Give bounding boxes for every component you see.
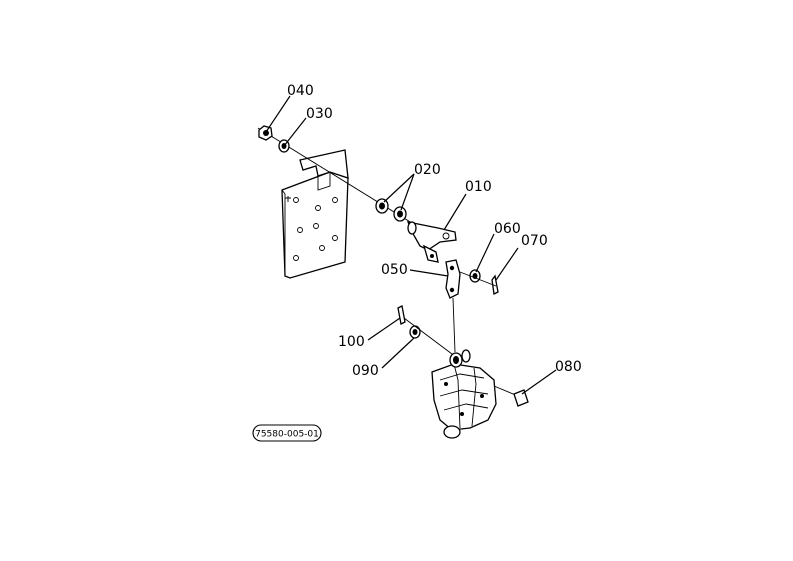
part-100-pin — [397, 305, 406, 325]
part-040-nut — [258, 125, 273, 141]
label-090: 090 — [352, 363, 379, 379]
reference-code-badge: 75580-005-01 — [252, 424, 322, 442]
part-080-bolt — [493, 385, 529, 407]
control-valve — [431, 349, 497, 439]
leader-lines — [265, 95, 557, 395]
label-060: 060 — [494, 221, 521, 237]
label-040: 040 — [287, 83, 314, 99]
label-050: 050 — [381, 262, 408, 278]
label-080: 080 — [555, 359, 582, 375]
valve-pin-axis — [403, 317, 461, 361]
reference-code: 75580-005-01 — [255, 430, 319, 440]
label-100: 100 — [338, 334, 365, 350]
label-030: 030 — [306, 106, 333, 122]
mounting-plate — [281, 149, 349, 279]
part-070-pin — [491, 274, 499, 295]
pin-axis — [459, 271, 497, 287]
label-010: 010 — [465, 179, 492, 195]
part-020-bushing-1 — [375, 198, 389, 214]
part-010-lever — [406, 221, 457, 263]
label-070: 070 — [521, 233, 548, 249]
part-020-bushing-2 — [393, 206, 407, 222]
label-020: 020 — [414, 162, 441, 178]
part-050-link — [445, 259, 461, 353]
part-090-washer — [409, 325, 421, 339]
